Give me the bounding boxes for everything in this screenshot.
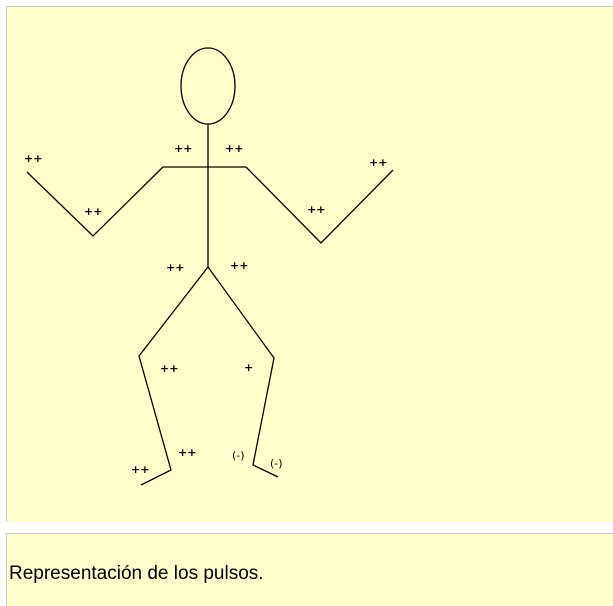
caption-panel: Representación de los pulsos. — [6, 533, 613, 606]
pulse-label-neck-left: ++ — [174, 142, 192, 155]
figure-caption: Representación de los pulsos. — [9, 563, 264, 584]
pulse-label-knee-right: + — [244, 361, 253, 374]
pulse-label-neck-right: ++ — [225, 142, 243, 155]
pulse-label-ankle-left: ++ — [178, 446, 196, 459]
figure-left-leg — [138, 266, 209, 486]
pulse-label-knee-left: ++ — [160, 362, 178, 375]
figure-head — [180, 47, 236, 125]
pulse-label-ankle-right: (-) — [232, 449, 245, 462]
figure-panel — [6, 6, 613, 522]
figure-left-arm — [26, 166, 164, 237]
stick-figure-diagram: ++ ++ ++ ++ ++ ++ ++ ++ ++ + ++ (-) ++ (… — [24, 47, 394, 486]
pulse-label-foot-right: (-) — [270, 457, 283, 470]
pulse-label-groin-right: ++ — [230, 259, 248, 272]
figure-right-leg — [207, 266, 279, 478]
pulse-label-hand-left: ++ — [24, 152, 42, 165]
figure-right-arm — [245, 166, 394, 244]
pulse-label-foot-left: ++ — [131, 463, 149, 476]
pulse-label-elbow-left: ++ — [84, 205, 102, 218]
pulse-label-groin-left: ++ — [166, 261, 184, 274]
pulse-label-hand-right: ++ — [369, 156, 387, 169]
pulse-label-elbow-right: ++ — [307, 203, 325, 216]
